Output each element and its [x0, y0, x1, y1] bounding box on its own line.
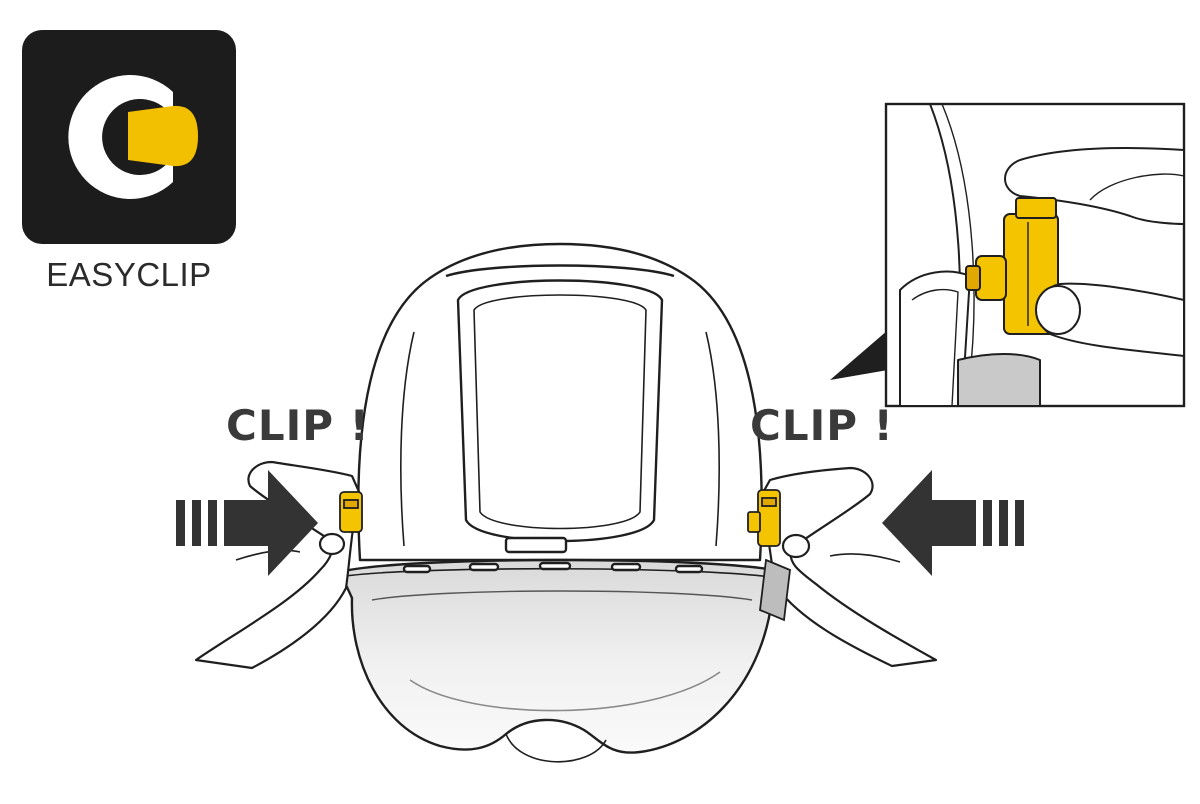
easyclip-logo-icon [22, 30, 236, 244]
logo-label: EASYCLIP [46, 256, 212, 293]
helmet-illustration [357, 242, 763, 562]
left-hand-illustration [194, 460, 362, 670]
clip-detail-inset [884, 102, 1186, 408]
push-arrow-left-icon [882, 470, 1024, 576]
left-clip [339, 491, 363, 533]
visor-illustration [338, 558, 786, 763]
inset-pointer [830, 330, 888, 380]
clip-callout-left: CLIP ! [226, 401, 370, 450]
clip-callout-right: CLIP ! [750, 401, 894, 450]
right-clip [747, 489, 791, 622]
push-arrow-right-icon [176, 470, 318, 576]
